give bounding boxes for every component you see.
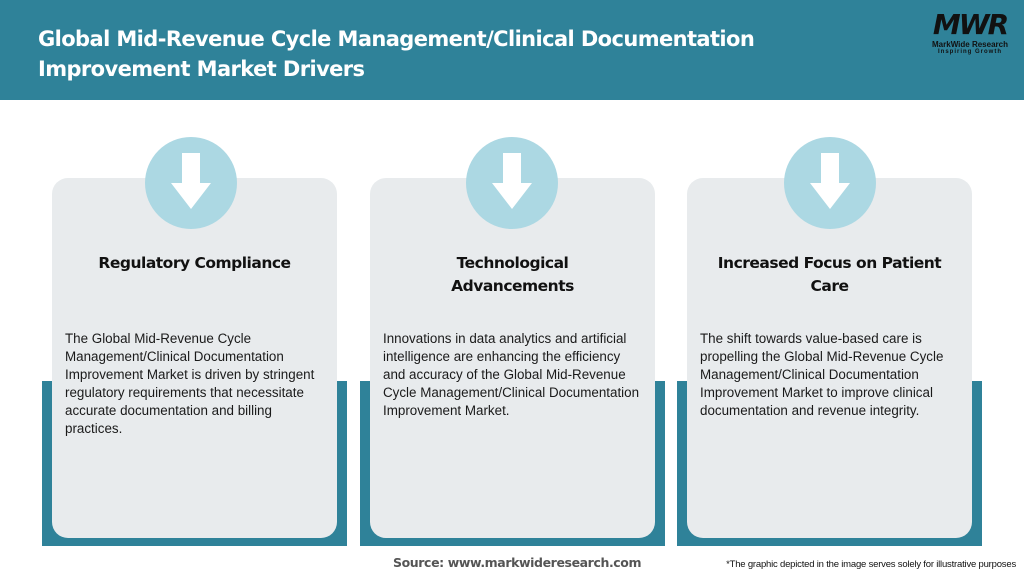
card-title: Increased Focus on Patient Care: [717, 254, 942, 295]
disclaimer-note: *The graphic depicted in the image serve…: [726, 559, 1016, 570]
markwide-logo: MWR MarkWide Research Inspiring Growth: [922, 10, 1018, 60]
driver-card-regulatory-compliance: Regulatory Compliance The Global Mid-Rev…: [52, 178, 337, 538]
card-description: Innovations in data analytics and artifi…: [383, 331, 640, 418]
header-banner: Global Mid-Revenue Cycle Management/Clin…: [0, 0, 1024, 100]
arrow-down-icon: [145, 137, 237, 229]
logo-mark: MWR: [932, 8, 1009, 41]
driver-card-technological-advancements: Technological Advancements Innovations i…: [370, 178, 655, 538]
arrow-down-icon: [784, 137, 876, 229]
logo-name: MarkWide Research: [932, 40, 1008, 49]
card-title: Regulatory Compliance: [98, 254, 291, 272]
page-title: Global Mid-Revenue Cycle Management/Clin…: [38, 27, 755, 81]
driver-card-patient-care: Increased Focus on Patient Care The shif…: [687, 178, 972, 538]
card-description: The Global Mid-Revenue Cycle Management/…: [65, 331, 315, 436]
card-title: Technological Advancements: [451, 254, 574, 295]
logo-tagline: Inspiring Growth: [938, 49, 1002, 55]
arrow-down-icon: [466, 137, 558, 229]
source-credit: Source: www.markwideresearch.com: [393, 555, 642, 570]
card-description: The shift towards value-based care is pr…: [700, 331, 944, 418]
